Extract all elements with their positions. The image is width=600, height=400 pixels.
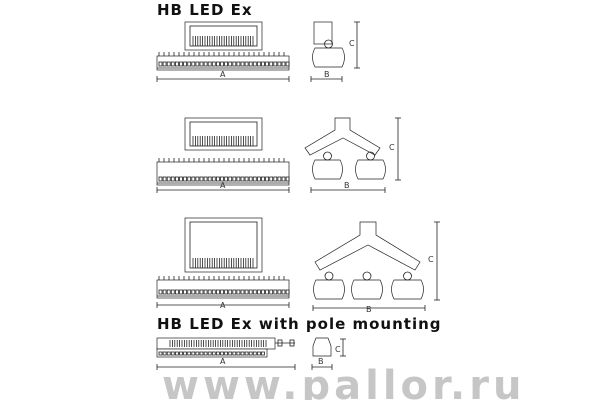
lens	[355, 159, 386, 180]
title-hb-led-ex: HB LED Ex	[157, 1, 253, 19]
variant-double-front-view	[156, 117, 290, 193]
dim-label-a-2: A	[220, 181, 226, 190]
variant-single-front-view	[156, 21, 290, 82]
lens	[312, 159, 343, 180]
dim-label-c-2: C	[389, 143, 395, 152]
watermark: www.pallor.ru	[162, 363, 525, 400]
dim-label-c-1: C	[349, 39, 355, 48]
lens	[313, 279, 345, 300]
dim-label-c-4: C	[335, 345, 341, 354]
dim-label-a-4: A	[220, 357, 226, 366]
dim-label-b-1: B	[324, 70, 330, 79]
lens	[312, 47, 345, 68]
dim-label-b-4: B	[318, 357, 324, 366]
dim-label-b-3: B	[366, 305, 372, 314]
lens	[351, 279, 383, 300]
dim-label-b-2: B	[344, 181, 350, 190]
dim-label-a-3: A	[220, 301, 226, 310]
dim-label-a-1: A	[220, 70, 226, 79]
dim-label-c-3: C	[428, 255, 434, 264]
variant-pole-mounting	[156, 337, 346, 370]
heatsink	[156, 279, 290, 299]
lens	[391, 279, 424, 300]
title-pole-mounting: HB LED Ex with pole mounting	[157, 315, 442, 333]
variant-triple-front-view	[156, 217, 290, 308]
side-views	[304, 21, 440, 311]
